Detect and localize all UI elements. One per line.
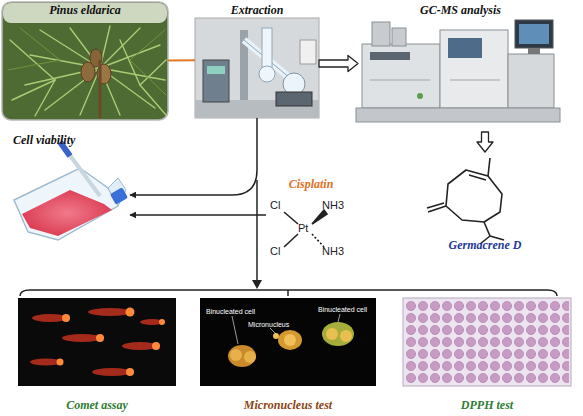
panel-heading: Cell viability: [13, 134, 75, 147]
atom-label: Cl: [270, 200, 280, 211]
atom-label: Pt: [298, 223, 308, 234]
atom-label: Cl: [270, 246, 280, 257]
panel-heading: Comet assay: [66, 399, 128, 412]
flow-arrow: [130, 214, 266, 216]
panel-heading: Germacrene D: [449, 239, 522, 252]
rotary-evaporator-photo: [195, 18, 319, 118]
assay-bracket: [20, 290, 557, 296]
micronucleus-image: [200, 298, 376, 386]
panel-heading: DPPH test: [461, 399, 513, 412]
photo-panel: Pinus eldarica: [2, 2, 168, 120]
hollow-arrow: [319, 56, 358, 72]
photo-panel: Cell viability: [5, 132, 130, 242]
panel-heading: GC-MS analysis: [420, 4, 501, 17]
atom-label: NH3: [322, 200, 344, 211]
atom-label: NH3: [322, 246, 344, 257]
culture-flask: [14, 142, 128, 240]
assay-panel: DPPH test: [403, 296, 571, 414]
photo-panel: Extraction: [195, 2, 319, 118]
photo-panel: GC-MS analysis: [358, 2, 563, 132]
image-annotation: Binucleated cell: [206, 308, 255, 315]
pine-photo: [2, 2, 168, 120]
panel-heading: Micronucleus test: [244, 399, 332, 412]
gcms-instrument: [356, 20, 560, 122]
panel-heading: Cisplatin: [289, 178, 334, 191]
panel-heading: Pinus eldarica: [49, 4, 121, 17]
panel-heading: Extraction: [231, 4, 284, 17]
hollow-arrow: [477, 132, 493, 152]
image-annotation: Micronucleus: [248, 321, 289, 328]
germacrene-d-structure: [427, 158, 504, 244]
assay-flow-arrow: [252, 180, 262, 289]
flow-arrow: [168, 59, 195, 61]
dpph-plate-image: [403, 298, 571, 386]
comet-image: [18, 298, 176, 386]
flow-arrow: [130, 118, 257, 195]
structure-panel: Cisplatin: [266, 176, 356, 272]
assay-panel: Comet assay: [18, 296, 176, 414]
structure-panel: Germacrene D: [420, 152, 550, 254]
cisplatin-bonds: [284, 210, 327, 247]
image-annotation: Binucleated cell: [318, 306, 367, 313]
